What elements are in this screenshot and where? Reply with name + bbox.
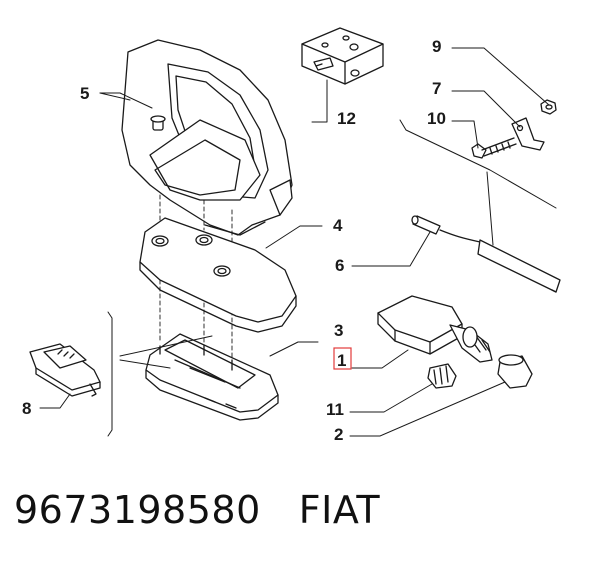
tpms-sensor (377, 295, 493, 363)
part-number: 9673198580 (14, 488, 261, 532)
callout-1: 1 (337, 351, 346, 370)
module-cover (139, 217, 297, 333)
callout-4: 4 (333, 216, 343, 235)
callout-5: 5 (80, 84, 89, 103)
callout-11: 11 (326, 400, 344, 419)
selected-part-highlight (333, 347, 352, 370)
valve-block (301, 27, 384, 85)
callout-3: 3 (334, 321, 343, 340)
sensor-probe (411, 215, 561, 293)
harness-reference-lines (399, 119, 557, 246)
valve-nut (427, 363, 457, 389)
callout-8: 8 (22, 399, 31, 418)
callout-9: 9 (432, 37, 441, 56)
mounting-bracket (121, 39, 293, 236)
connector-clip (29, 343, 101, 397)
bracket-screw (150, 115, 166, 131)
bolt (471, 137, 517, 159)
callout-2: 2 (334, 425, 343, 444)
leader-lines (39, 47, 550, 437)
callout-12: 12 (337, 109, 356, 128)
module-base (145, 333, 279, 421)
callout-7: 7 (432, 79, 441, 98)
brand-name: FIAT (298, 488, 381, 532)
nut (540, 99, 557, 115)
valve-cap (497, 354, 533, 389)
callout-6: 6 (335, 256, 344, 275)
angle-bracket (511, 117, 545, 151)
module-reference-lines (107, 311, 113, 437)
callout-10: 10 (427, 109, 446, 128)
part-caption: 9673198580 FIAT (14, 488, 380, 532)
